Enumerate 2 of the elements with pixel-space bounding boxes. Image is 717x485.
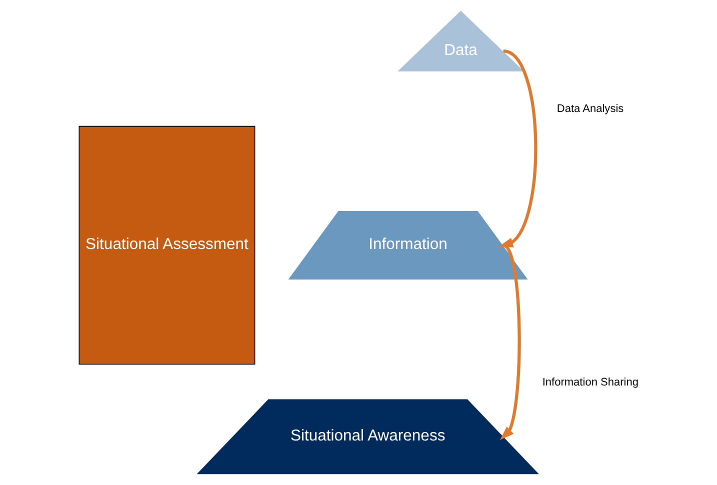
edge-label: Data Analysis xyxy=(556,102,624,115)
edge-label: Information Sharing xyxy=(542,376,638,388)
